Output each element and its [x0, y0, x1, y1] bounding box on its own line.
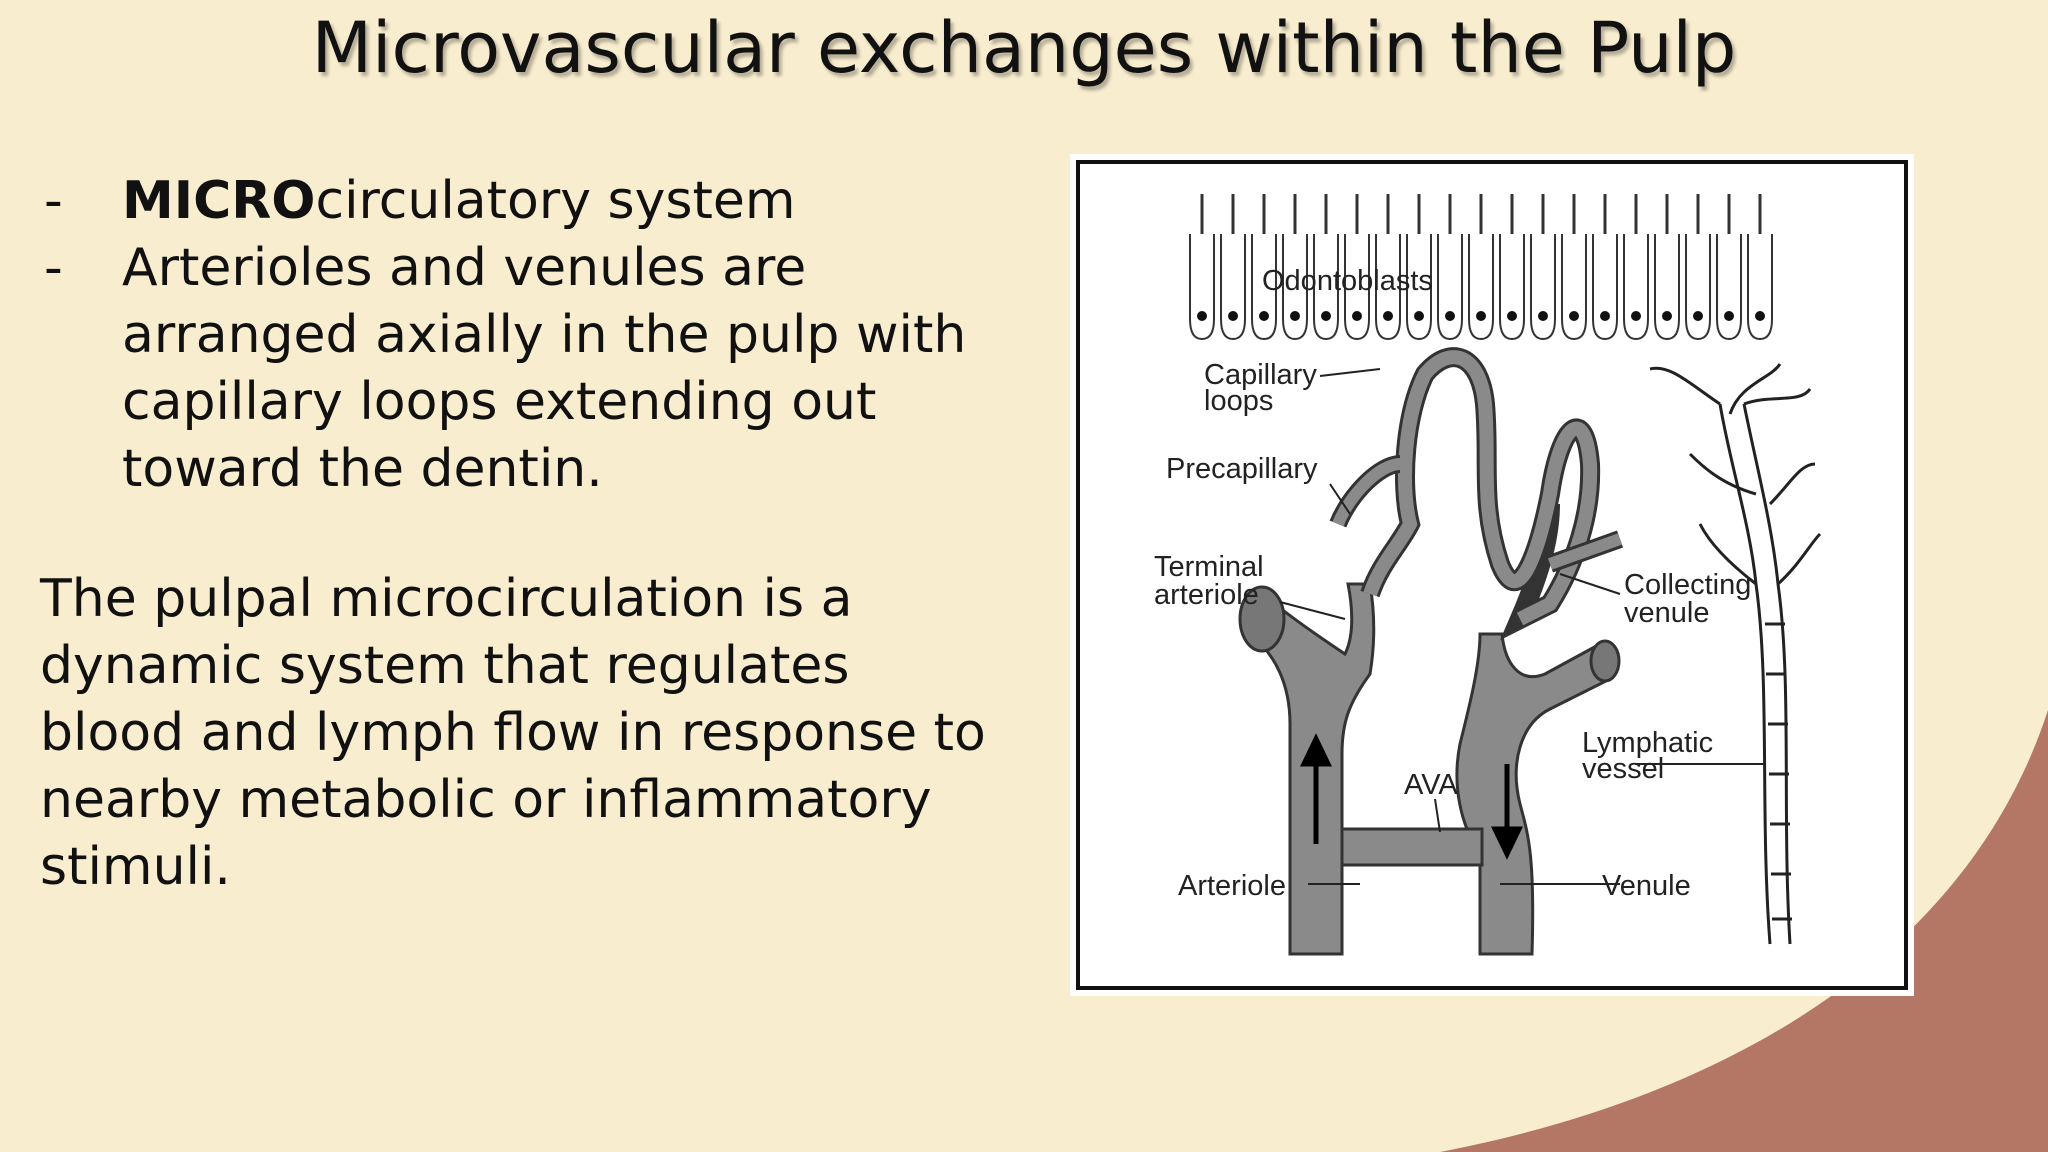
odontoblast-nucleus	[1383, 311, 1393, 321]
label-capillary-line2: loops	[1204, 385, 1273, 417]
odontoblast-nucleus	[1321, 311, 1331, 321]
odontoblast-cell	[1716, 234, 1742, 341]
odontoblast-nucleus	[1197, 311, 1207, 321]
label-venule: Venule	[1602, 870, 1691, 902]
lymphatic-vessel	[1649, 363, 1822, 945]
odontoblast-cell	[1220, 234, 1246, 341]
bullet-text: MICROcirculatory system	[122, 168, 1000, 235]
label-terminal-line1: Terminal	[1154, 551, 1264, 583]
label-arteriole: Arteriole	[1178, 870, 1286, 902]
bullet-text: Arterioles and venules are arranged axia…	[122, 235, 1000, 503]
bullet-item: - Arterioles and venules are arranged ax…	[40, 235, 1000, 503]
odontoblast-nucleus	[1414, 311, 1424, 321]
label-terminal-line2: arteriole	[1154, 579, 1259, 611]
odontoblast-cell	[1344, 234, 1370, 341]
label-ava: AVA	[1404, 769, 1458, 801]
odontoblast-cell	[1747, 234, 1773, 341]
label-odontoblasts: Odontoblasts	[1262, 265, 1433, 297]
bullet-bold-text: MICRO	[122, 171, 316, 231]
odontoblast-nucleus	[1228, 311, 1238, 321]
odontoblast-cell	[1189, 234, 1215, 341]
odontoblast-cell	[1530, 234, 1556, 341]
odontoblast-nucleus	[1693, 311, 1703, 321]
odontoblast-cell	[1623, 234, 1649, 341]
odontoblast-nucleus	[1538, 311, 1548, 321]
odontoblast-nucleus	[1569, 311, 1579, 321]
microcirculation-diagram: Odontoblasts	[1076, 160, 1908, 990]
blood-vessels	[1238, 347, 1624, 956]
odontoblast-nucleus	[1476, 311, 1486, 321]
label-capillary-line1: Capillary	[1204, 359, 1317, 391]
label-lymphatic-line1: Lymphatic	[1582, 727, 1713, 759]
odontoblast-cell	[1406, 234, 1432, 341]
odontoblast-nucleus	[1290, 311, 1300, 321]
slide-title: Microvascular exchanges within the Pulp	[311, 7, 1737, 89]
label-lymphatic-line2: vessel	[1582, 753, 1664, 785]
bullet-body-text: circulatory system	[315, 171, 796, 231]
odontoblast-cell	[1592, 234, 1618, 341]
odontoblast-nucleus	[1507, 311, 1517, 321]
odontoblast-cell	[1375, 234, 1401, 341]
odontoblast-cell	[1685, 234, 1711, 341]
odontoblast-nucleus	[1445, 311, 1455, 321]
bullet-list: - MICROcirculatory system - Arterioles a…	[40, 168, 1000, 503]
flow-arrows	[1300, 733, 1523, 860]
label-collecting-line1: Collecting	[1624, 569, 1751, 601]
odontoblast-cell	[1437, 234, 1463, 341]
odontoblast-nucleus	[1631, 311, 1641, 321]
label-collecting-line2: venule	[1624, 597, 1709, 629]
bullet-marker: -	[44, 171, 63, 231]
odontoblast-cell	[1499, 234, 1525, 341]
odontoblast-nucleus	[1662, 311, 1672, 321]
odontoblast-cell	[1654, 234, 1680, 341]
bullet-item: - MICROcirculatory system	[40, 168, 1000, 235]
odontoblast-cell	[1468, 234, 1494, 341]
label-precapillary: Precapillary	[1166, 453, 1318, 485]
odontoblast-layer	[1189, 194, 1773, 341]
odontoblast-cell	[1282, 234, 1308, 341]
odontoblast-nucleus	[1352, 311, 1362, 321]
odontoblast-nucleus	[1755, 311, 1765, 321]
odontoblast-nucleus	[1724, 311, 1734, 321]
description-paragraph: The pulpal microcirculation is a dynamic…	[40, 569, 986, 897]
bullet-body-text: Arterioles and venules are arranged axia…	[122, 238, 967, 499]
odontoblast-nucleus	[1259, 311, 1269, 321]
bullet-marker: -	[44, 238, 63, 298]
odontoblast-cell	[1251, 234, 1277, 341]
odontoblast-cell	[1313, 234, 1339, 341]
odontoblast-cell	[1561, 234, 1587, 341]
odontoblast-nucleus	[1600, 311, 1610, 321]
label-leader-lines	[1279, 368, 1765, 885]
